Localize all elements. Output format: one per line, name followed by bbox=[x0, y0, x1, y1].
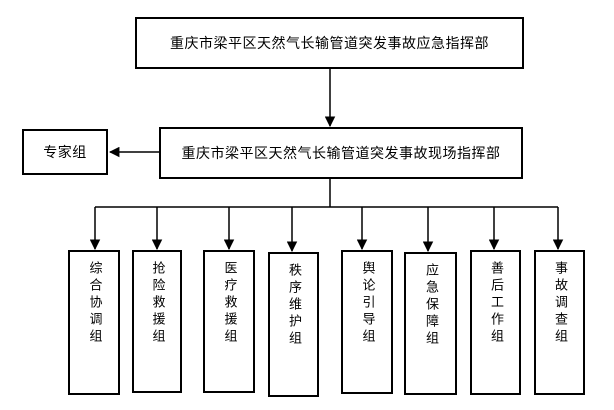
group-label-4: 秩序维护组 bbox=[286, 263, 301, 348]
emergency-command-label: 重庆市梁平区天然气长输管道突发事故应急指挥部 bbox=[170, 36, 489, 52]
group-label-1: 综合协调组 bbox=[86, 261, 102, 346]
expert-group-label: 专家组 bbox=[43, 145, 87, 161]
group-box-3: 医疗救援组 bbox=[203, 250, 255, 393]
group-box-5: 舆论引导组 bbox=[341, 250, 393, 394]
group-label-5: 舆论引导组 bbox=[359, 261, 375, 346]
site-command-box: 重庆市梁平区天然气长输管道突发事故现场指挥部 bbox=[159, 127, 523, 179]
group-label-2: 抢险救援组 bbox=[149, 261, 165, 346]
group-label-7: 善后工作组 bbox=[488, 261, 503, 346]
group-box-4: 秩序维护组 bbox=[268, 252, 319, 397]
group-label-3: 医疗救援组 bbox=[221, 261, 237, 346]
group-box-2: 抢险救援组 bbox=[132, 250, 182, 393]
group-box-7: 善后工作组 bbox=[470, 250, 521, 395]
group-box-6: 应急保障组 bbox=[404, 252, 457, 395]
group-box-1: 综合协调组 bbox=[68, 250, 120, 395]
group-box-8: 事故调查组 bbox=[534, 250, 585, 395]
group-label-8: 事故调查组 bbox=[552, 261, 567, 346]
group-label-6: 应急保障组 bbox=[423, 263, 438, 348]
expert-group-box: 专家组 bbox=[22, 129, 108, 175]
emergency-command-box: 重庆市梁平区天然气长输管道突发事故应急指挥部 bbox=[135, 17, 524, 69]
site-command-label: 重庆市梁平区天然气长输管道突发事故现场指挥部 bbox=[181, 146, 501, 162]
